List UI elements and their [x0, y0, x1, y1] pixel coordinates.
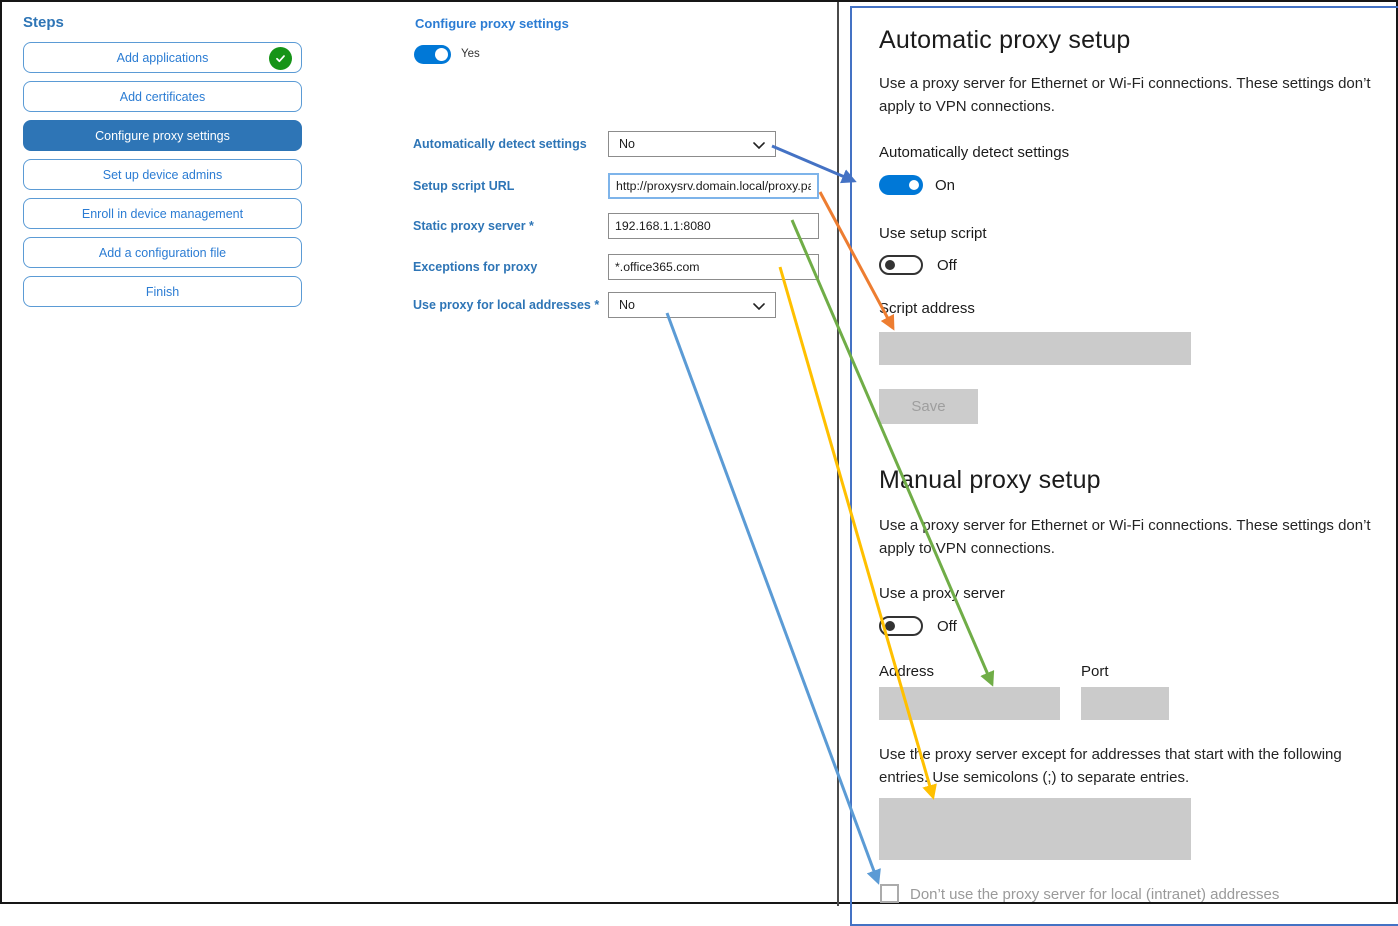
step-label: Enroll in device management [81, 206, 244, 221]
dropdown-automatically-detect-settings[interactable]: No [608, 131, 776, 157]
input-exceptions-for-proxy[interactable] [608, 254, 819, 280]
toggle-knob [885, 621, 895, 631]
step-label: Finish [145, 284, 180, 299]
script-address-input[interactable] [879, 332, 1191, 365]
steps-heading: Steps [23, 14, 64, 31]
use-proxy-server-label: Use a proxy server [879, 585, 1005, 602]
configure-proxy-toggle-state: Yes [461, 48, 480, 60]
manual-proxy-description: Use a proxy server for Ethernet or Wi-Fi… [879, 517, 1371, 557]
manual-proxy-setup-heading: Manual proxy setup [879, 466, 1101, 494]
label-use-proxy-local-addresses: Use proxy for local addresses * [413, 298, 600, 312]
port-label: Port [1081, 663, 1109, 680]
label-exceptions-for-proxy: Exceptions for proxy [413, 260, 538, 274]
intranet-addresses-checkbox[interactable] [880, 884, 899, 903]
dropdown-value: No [619, 137, 635, 151]
completed-check-icon [269, 47, 292, 70]
label-setup-script-url: Setup script URL [413, 179, 515, 193]
proxy-exceptions-description: Use the proxy server except for addresse… [879, 746, 1342, 786]
proxy-exceptions-textarea[interactable] [879, 798, 1191, 860]
step-add-configuration-file[interactable]: Add a configuration file [23, 237, 302, 268]
address-label: Address [879, 663, 935, 680]
label-automatically-detect-settings: Automatically detect settings [413, 137, 587, 151]
windows-proxy-settings-panel: Automatic proxy setup Use a proxy server… [850, 6, 1398, 926]
step-label: Set up device admins [102, 167, 223, 182]
step-label: Add certificates [119, 89, 206, 104]
intranet-addresses-checkbox-label: Don’t use the proxy server for local (in… [910, 886, 1280, 903]
vertical-divider [837, 2, 839, 906]
input-static-proxy-server[interactable] [608, 213, 819, 239]
step-label: Add applications [116, 50, 209, 65]
toggle-knob [435, 48, 448, 61]
toggle-knob [885, 260, 895, 270]
step-add-applications[interactable]: Add applications [23, 42, 302, 73]
address-input[interactable] [879, 687, 1060, 720]
script-address-label: Script address [879, 300, 975, 317]
detect-settings-label: Automatically detect settings [879, 144, 1070, 161]
arrow-local-addresses [665, 312, 881, 885]
configure-proxy-toggle[interactable] [414, 45, 451, 64]
detect-settings-toggle[interactable] [879, 175, 923, 195]
automatic-proxy-description: Use a proxy server for Ethernet or Wi-Fi… [879, 75, 1371, 115]
chevron-down-icon [753, 142, 765, 149]
use-setup-script-toggle-state: Off [937, 257, 957, 274]
dropdown-use-proxy-local-addresses[interactable]: No [608, 292, 776, 318]
use-proxy-server-toggle-state: Off [937, 618, 957, 635]
input-setup-script-url[interactable] [608, 173, 819, 199]
step-label: Configure proxy settings [95, 128, 230, 143]
step-enroll-device-management[interactable]: Enroll in device management [23, 198, 302, 229]
use-setup-script-label: Use setup script [879, 225, 987, 242]
dropdown-value: No [619, 298, 635, 312]
step-finish[interactable]: Finish [23, 276, 302, 307]
step-add-certificates[interactable]: Add certificates [23, 81, 302, 112]
detect-settings-toggle-state: On [935, 177, 956, 194]
chevron-down-icon [753, 303, 765, 310]
step-label: Add a configuration file [98, 245, 227, 260]
step-configure-proxy-settings[interactable]: Configure proxy settings [23, 120, 302, 151]
save-button[interactable]: Save [879, 389, 978, 424]
port-input[interactable] [1081, 687, 1169, 720]
form-title: Configure proxy settings [415, 16, 569, 31]
label-static-proxy-server: Static proxy server * [413, 219, 534, 233]
automatic-proxy-setup-heading: Automatic proxy setup [879, 26, 1131, 54]
toggle-knob [909, 180, 919, 190]
use-setup-script-toggle[interactable] [879, 255, 923, 275]
use-proxy-server-toggle[interactable] [879, 616, 923, 636]
steps-sidebar: Steps Add applications Add certificates … [23, 14, 302, 315]
step-set-up-device-admins[interactable]: Set up device admins [23, 159, 302, 190]
